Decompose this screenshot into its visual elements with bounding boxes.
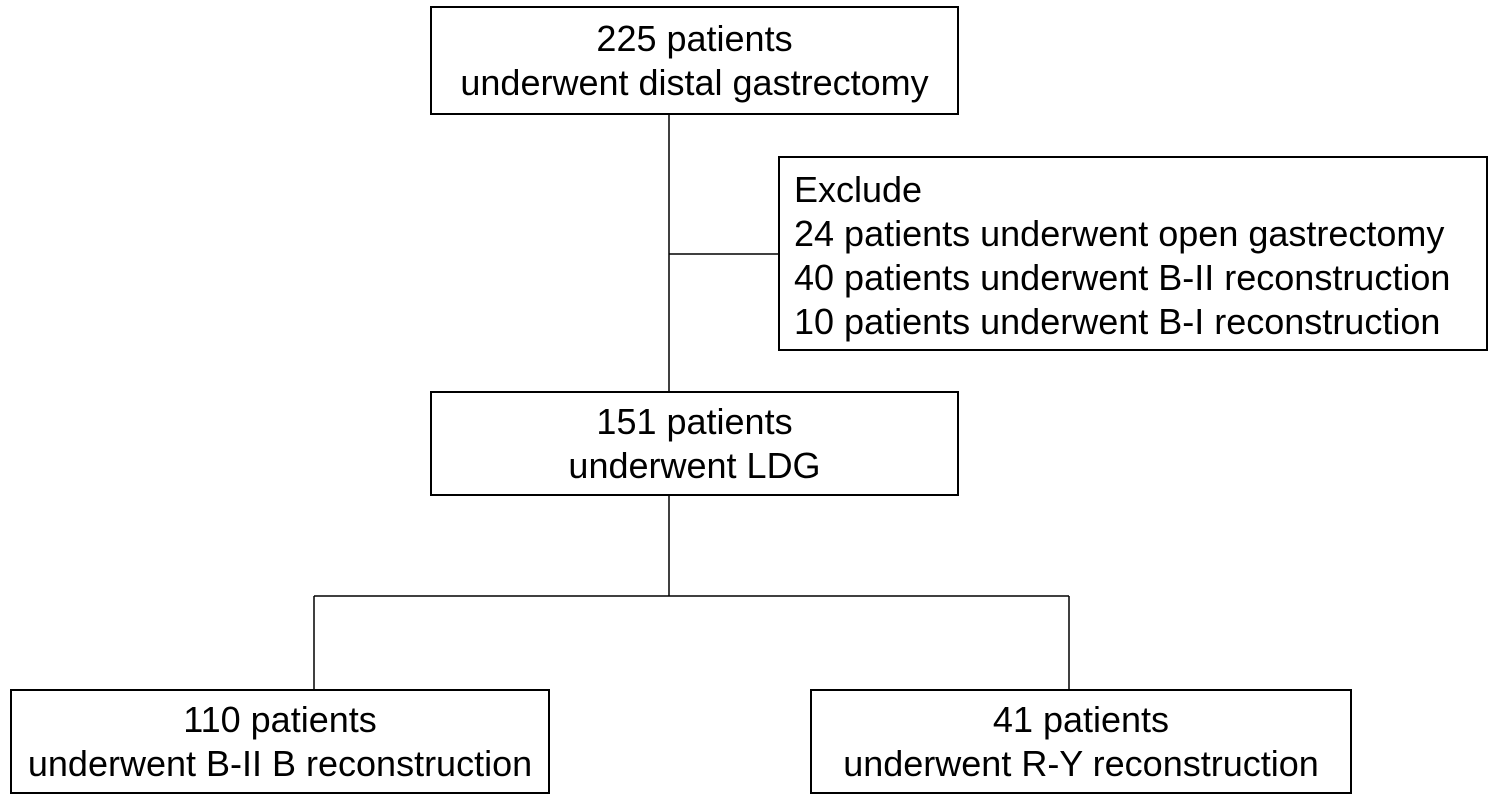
top-box: 225 patients underwent distal gastrectom… bbox=[430, 6, 959, 115]
exclude-item-open-gastrectomy: 24 patients underwent open gastrectomy bbox=[794, 213, 1445, 254]
bottom-right-box: 41 patients underwent R-Y reconstruction bbox=[810, 689, 1352, 794]
middle-box-line2: underwent LDG bbox=[568, 444, 821, 486]
exclude-box: Exclude 24 patients underwent open gastr… bbox=[778, 156, 1488, 351]
top-box-line1: 225 patients bbox=[596, 17, 793, 59]
exclude-item-b1-reconstruction: 10 patients underwent B-I reconstruction bbox=[794, 301, 1441, 342]
bottom-left-box: 110 patients underwent B-II B reconstruc… bbox=[10, 689, 550, 794]
middle-box: 151 patients underwent LDG bbox=[430, 391, 959, 496]
bottom-right-line2: underwent R-Y reconstruction bbox=[843, 742, 1319, 784]
middle-box-line1: 151 patients bbox=[596, 400, 793, 442]
bottom-left-line1: 110 patients bbox=[183, 698, 377, 740]
top-box-line2: underwent distal gastrectomy bbox=[460, 61, 929, 103]
exclude-heading: Exclude bbox=[794, 169, 923, 210]
bottom-right-line1: 41 patients bbox=[992, 698, 1170, 740]
bottom-left-line2: underwent B-II B reconstruction bbox=[27, 742, 533, 784]
exclude-item-b2-reconstruction: 40 patients underwent B-II reconstructio… bbox=[794, 257, 1451, 298]
